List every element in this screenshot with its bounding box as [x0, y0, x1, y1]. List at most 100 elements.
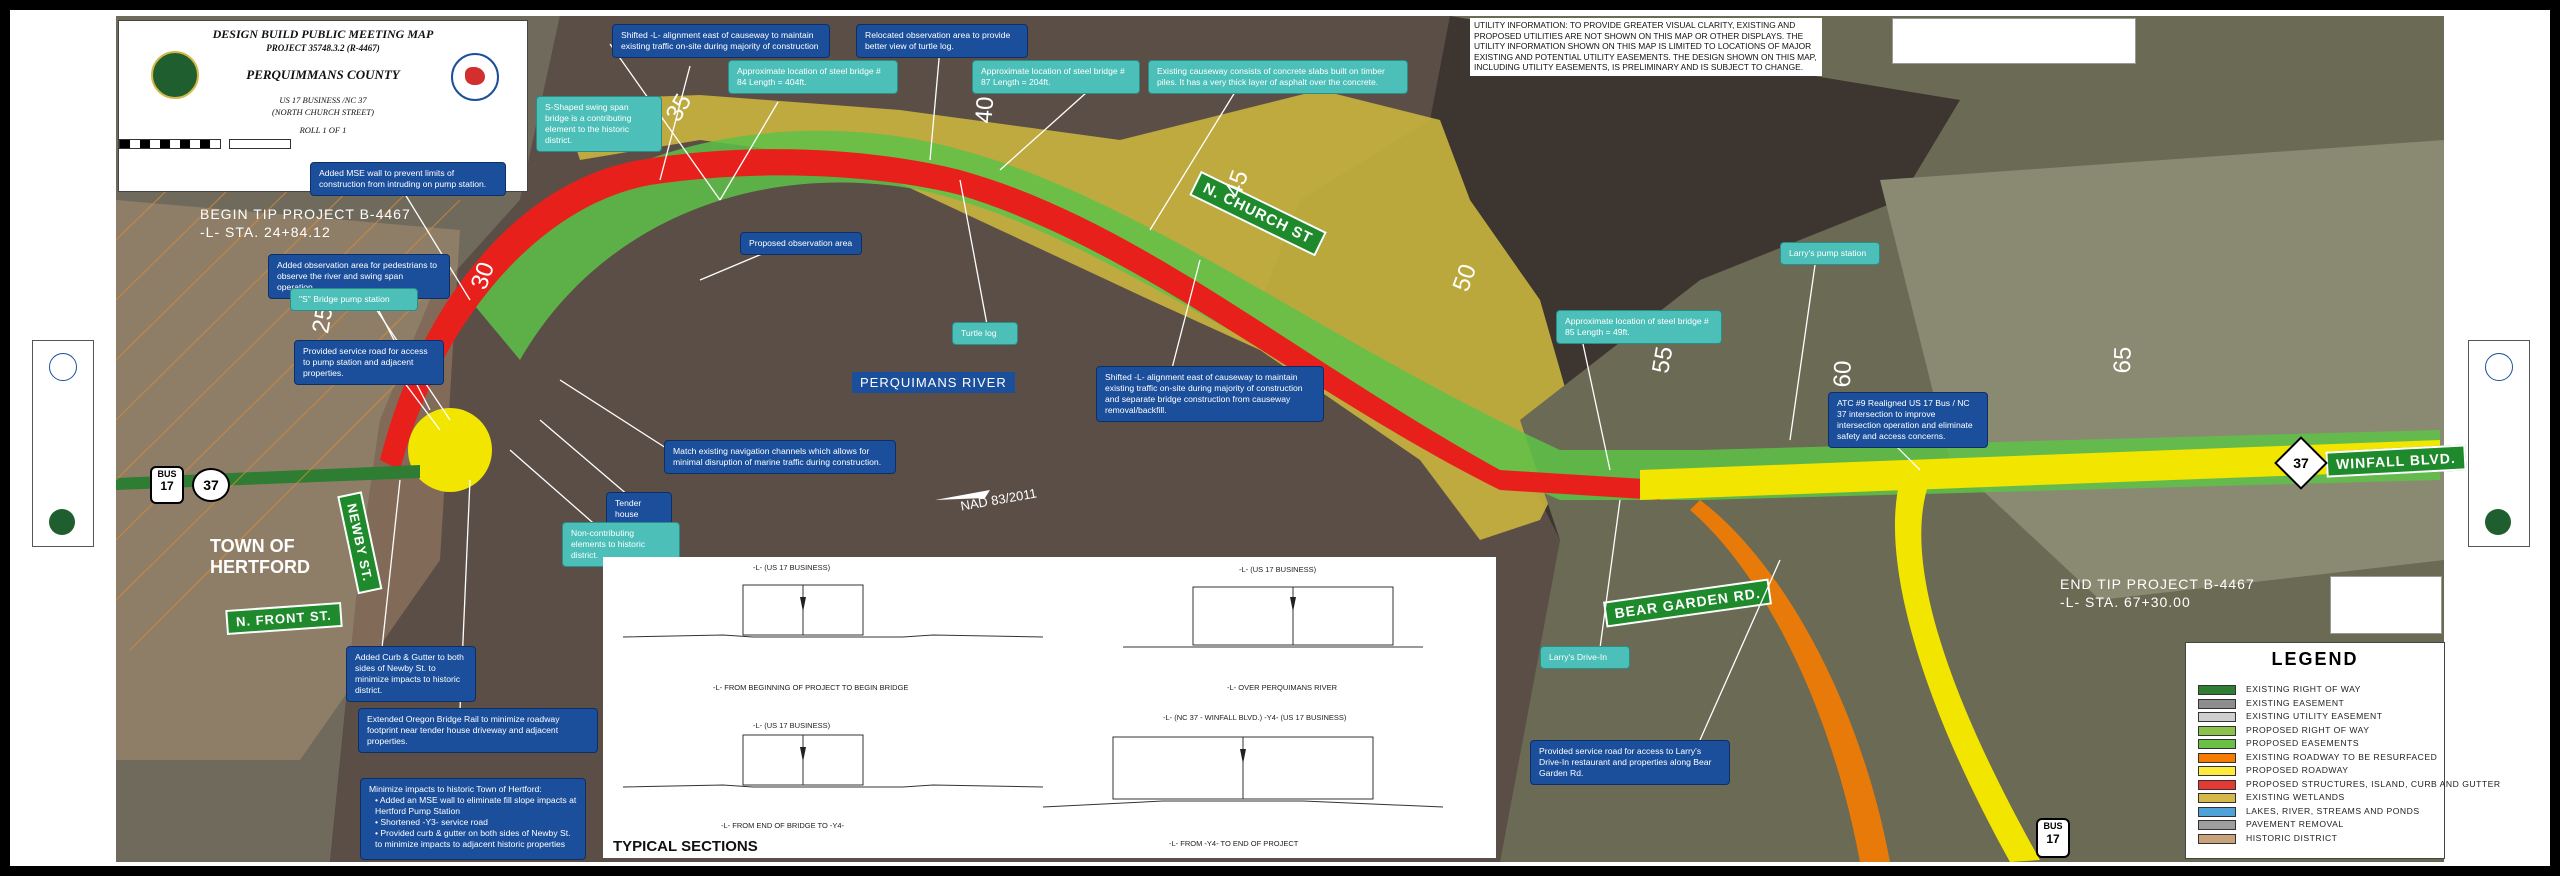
typical-sections-panel: -L- (US 17 BUSINESS) -L- FROM BEGINNING …	[603, 557, 1496, 858]
legend-swatch	[2198, 739, 2236, 749]
legend-swatch	[2198, 712, 2236, 722]
callout-service-road-larrys: Provided service road for access to Larr…	[1530, 740, 1730, 785]
minimize-item-2: • Shortened -Y3- service road	[375, 817, 488, 827]
route-line-1: US 17 BUSINESS /NC 37	[279, 95, 367, 105]
station-table	[1892, 18, 2136, 64]
legend-swatch	[2198, 820, 2236, 830]
river-label: PERQUIMANS RIVER	[852, 372, 1015, 393]
side-panel-right	[2468, 340, 2530, 547]
county-seal-icon	[49, 509, 75, 535]
legend-label: PAVEMENT REMOVAL	[2246, 819, 2344, 829]
legend-label: PROPOSED ROADWAY	[2246, 765, 2349, 775]
legend-label: PROPOSED RIGHT OF WAY	[2246, 724, 2370, 735]
legend-label: EXISTING WETLANDS	[2246, 792, 2345, 802]
legend-label: EXISTING UTILITY EASEMENT	[2246, 711, 2383, 721]
inset-section	[2330, 576, 2442, 634]
section-caption-2: -L- OVER PERQUIMANS RIVER	[1227, 683, 1338, 692]
nc-37-shield-left: 37	[192, 468, 230, 502]
town-line-1: TOWN OF	[210, 536, 295, 556]
callout-larrys-drive-in: Larry's Drive-In	[1540, 646, 1630, 669]
legend-label: PROPOSED EASEMENTS	[2246, 738, 2360, 748]
station-55: 55	[1647, 344, 1679, 376]
legend-label: LAKES, RIVER, STREAMS AND PONDS	[2246, 805, 2420, 816]
callout-turtle-log: Turtle log	[952, 322, 1018, 345]
end-station-label: -L- STA. 67+30.00	[2060, 594, 2191, 610]
ncdot-logo-icon	[2485, 353, 2513, 381]
ncdot-logo-icon	[451, 53, 499, 101]
proposed-roadway-south	[1894, 480, 2040, 862]
callout-navigation-channels: Match existing navigation channels which…	[664, 440, 896, 474]
proposed-roadway-east	[1640, 440, 2440, 500]
map-title: DESIGN BUILD PUBLIC MEETING MAP	[212, 27, 434, 41]
station-60: 60	[1828, 360, 1857, 388]
legend-swatch	[2198, 685, 2236, 695]
station-40: 40	[970, 95, 1000, 125]
minimize-item-1: • Added an MSE wall to eliminate fill sl…	[375, 795, 577, 816]
legend-swatch	[2198, 833, 2236, 844]
callout-steel-bridge-87: Approximate location of steel bridge # 8…	[972, 60, 1140, 94]
legend-swatch	[2198, 698, 2236, 709]
minimize-title: Minimize impacts to historic Town of Her…	[369, 784, 542, 794]
typical-sections-drawing	[622, 584, 1444, 808]
typical-sections-title: TYPICAL SECTIONS	[613, 838, 758, 855]
legend-swatch	[2198, 806, 2236, 817]
section-caption-4: -L- FROM -Y4- TO END OF PROJECT	[1169, 839, 1299, 848]
town-line-2: HERTFORD	[210, 557, 310, 577]
legend-label: EXISTING ROADWAY TO BE RESURFACED	[2246, 751, 2438, 762]
station-65: 65	[2108, 346, 2137, 374]
section-header-1: -L- (US 17 BUSINESS)	[753, 563, 831, 572]
section-header-2: -L- (US 17 BUSINESS)	[1239, 565, 1317, 574]
ncdot-logo-icon	[49, 353, 77, 381]
callout-steel-bridge-84: Approximate location of steel bridge # 8…	[728, 60, 898, 94]
town-label: TOWN OF HERTFORD	[210, 536, 310, 578]
legend-swatch	[2198, 725, 2236, 736]
callout-mse-wall: Added MSE wall to prevent limits of cons…	[310, 162, 506, 196]
west-intersection	[408, 408, 492, 492]
preliminary-box	[229, 139, 291, 149]
legend-swatch	[2198, 779, 2236, 790]
county-seal-icon	[151, 51, 199, 99]
route-line-2: (NORTH CHURCH STREET)	[271, 107, 374, 117]
roll-number: ROLL 1 OF 1	[299, 125, 347, 135]
legend-swatch	[2198, 793, 2236, 803]
callout-atc9: ATC #9 Realigned US 17 Bus / NC 37 inter…	[1828, 392, 1988, 448]
legend-label: PROPOSED STRUCTURES, ISLAND, CURB AND GU…	[2246, 778, 2501, 789]
legend-swatch	[2198, 752, 2236, 763]
wetlands-area	[560, 90, 1580, 540]
callout-service-road-pump: Provided service road for access to pump…	[294, 340, 444, 385]
county-seal-icon	[2485, 509, 2511, 535]
callout-larrys-pump: Larry's pump station	[1780, 242, 1880, 265]
section-caption-1: -L- FROM BEGINNING OF PROJECT TO BEGIN B…	[713, 683, 909, 692]
side-panel-left	[32, 340, 94, 547]
end-project-label: END TIP PROJECT B-4467	[2060, 576, 2255, 592]
section-header-3: -L- (US 17 BUSINESS)	[753, 721, 831, 730]
county-name: PERQUIMMANS COUNTY	[246, 67, 400, 82]
begin-station-label: -L- STA. 24+84.12	[200, 224, 331, 240]
callout-shifted-east-mid: Shifted -L- alignment east of causeway t…	[1096, 366, 1324, 422]
callout-s-shaped-span: S-Shaped swing span bridge is a contribu…	[536, 96, 662, 152]
callout-minimize-impacts: Minimize impacts to historic Town of Her…	[360, 778, 586, 860]
callout-shifted-east-top: Shifted -L- alignment east of causeway t…	[612, 24, 830, 58]
callout-steel-bridge-85: Approximate location of steel bridge # 8…	[1556, 310, 1722, 344]
utility-note: UTILITY INFORMATION: TO PROVIDE GREATER …	[1470, 18, 1822, 76]
callout-proposed-observation: Proposed observation area	[740, 232, 862, 255]
callout-tender-house: Tender house	[606, 492, 672, 526]
resurfaced-roadway	[1690, 500, 1890, 862]
legend-label: HISTORIC DISTRICT	[2246, 832, 2338, 843]
callout-relocated-observation: Relocated observation area to provide be…	[856, 24, 1028, 58]
begin-project-label: BEGIN TIP PROJECT B-4467	[200, 206, 411, 222]
north-arrow	[935, 490, 990, 500]
callout-s-bridge-pump: "S" Bridge pump station	[290, 288, 418, 311]
section-header-4: -L- (NC 37 - WINFALL BLVD.) -Y4- (US 17 …	[1163, 713, 1347, 722]
scale-bar	[119, 139, 221, 149]
callout-oregon-rail: Extended Oregon Bridge Rail to minimize …	[358, 708, 598, 753]
callout-existing-causeway: Existing causeway consists of concrete s…	[1148, 60, 1408, 94]
minimize-item-3: • Provided curb & gutter on both sides o…	[375, 828, 571, 849]
project-number: PROJECT 35748.3.2 (R-4467)	[266, 43, 380, 53]
callout-curb-gutter: Added Curb & Gutter to both sides of New…	[346, 646, 476, 702]
legend-swatch	[2198, 766, 2236, 776]
legend-label: EXISTING RIGHT OF WAY	[2246, 684, 2361, 694]
